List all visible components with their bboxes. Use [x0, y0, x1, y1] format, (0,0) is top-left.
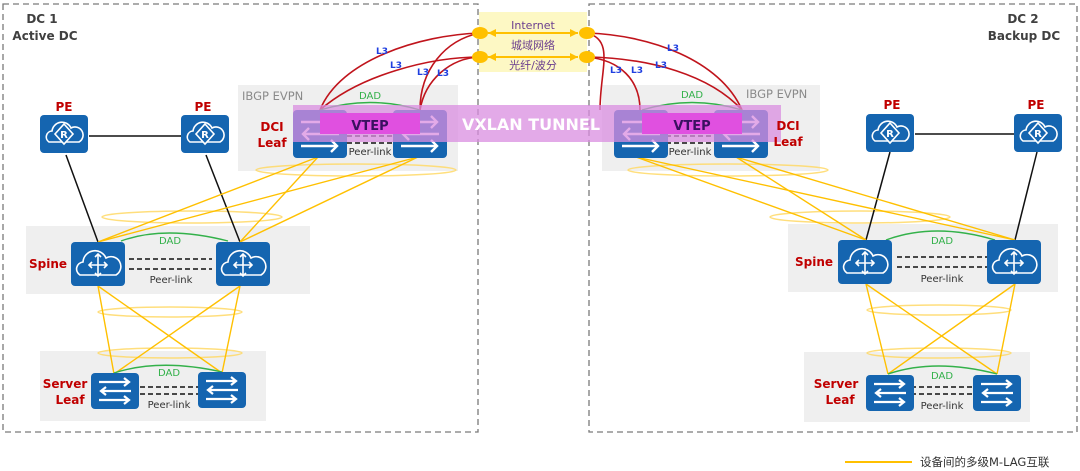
peer-link-label: Peer-link [921, 401, 964, 412]
l3-link [419, 32, 481, 111]
dc2-spine-1[interactable] [837, 239, 893, 285]
l3-link [319, 32, 481, 111]
mlag-links [97, 156, 1016, 375]
pe-spine-link [205, 154, 241, 243]
dc2-vtep-box [642, 113, 742, 134]
l3-label: L3 [655, 61, 667, 71]
wan-fiber-label: 光纤/波分 [509, 58, 557, 72]
l3-link [586, 56, 641, 111]
peer-link-label: Peer-link [150, 275, 193, 286]
dc2-server-leaf-label-1: Server [814, 377, 859, 391]
wan-endpoint [579, 27, 595, 39]
dc1-vtep-box [320, 113, 420, 134]
l3-label: L3 [376, 47, 388, 57]
l3-label: L3 [437, 69, 449, 79]
dc2-pe-router-2[interactable] [1013, 113, 1063, 153]
dad-label: DAD [159, 236, 181, 247]
peer-link-label: Peer-link [921, 274, 964, 285]
peer-links [129, 135, 987, 395]
l3-label: L3 [667, 44, 679, 54]
l3-link [586, 32, 605, 111]
dc1-ibgp-evpn-label: IBGP EVPN [242, 89, 303, 103]
mlag-bundle [101, 210, 283, 224]
mlag-bundle [255, 163, 457, 177]
peer-link-label: Peer-link [148, 400, 191, 411]
dc1-server-leaf-1[interactable] [89, 371, 141, 411]
vxlan-tunnel-label: VXLAN TUNNEL [462, 115, 600, 134]
pe-spine-link [1014, 151, 1038, 241]
dc2-server-leaf-1[interactable] [864, 373, 916, 413]
wan-internet-label: Internet [511, 19, 555, 32]
wan-endpoint [472, 27, 488, 39]
wan-box [479, 12, 587, 72]
dc2-pe2-label: PE [1028, 98, 1045, 112]
dc2-subtitle: Backup DC [988, 29, 1061, 43]
dc2-vtep-label: VTEP [673, 119, 710, 134]
dc1-spine-label: Spine [29, 257, 67, 271]
dad-label: DAD [931, 236, 953, 247]
wan-endpoint [579, 51, 595, 63]
dc2-spine-2[interactable] [986, 239, 1042, 285]
l3-link [586, 32, 743, 111]
dad-label: DAD [359, 91, 381, 102]
peer-link-label: Peer-link [349, 147, 392, 158]
dc2-dci-label-1: DCI [776, 119, 799, 133]
mlag-bundle [866, 304, 1012, 316]
pe-spine-link [65, 154, 99, 243]
legend-mlag-label: 设备间的多级M-LAG互联 [920, 455, 1050, 469]
dc2-title: DC 2 [1007, 12, 1038, 26]
dc1-server-leaf-label-1: Server [43, 377, 88, 391]
dc1-boundary [2, 3, 479, 433]
mlag-bundle [627, 163, 829, 177]
dc2-pe1-label: PE [884, 98, 901, 112]
l3-links [319, 32, 743, 111]
dad-label: DAD [158, 368, 180, 379]
dc1-server-leaf-label-2: Leaf [55, 393, 85, 407]
l3-label: L3 [390, 61, 402, 71]
peer-link-label: Peer-link [669, 147, 712, 158]
dc1-pe1-label: PE [56, 100, 73, 114]
dc2-dci-label-2: Leaf [773, 135, 803, 149]
mlag-bundle [97, 347, 243, 359]
dc2-server-leaf-label-2: Leaf [825, 393, 855, 407]
dc2-spine-label: Spine [795, 255, 833, 269]
dc1-dci-label-2: Leaf [257, 136, 287, 150]
dc1-pe-router-1[interactable] [39, 114, 89, 154]
pe-spine-link [865, 151, 891, 241]
mlag-bundle [97, 306, 243, 318]
l3-label: L3 [610, 66, 622, 76]
dc2-pe-router-1[interactable] [865, 113, 915, 153]
dc2-boundary [588, 3, 1078, 433]
dc1-spine-1[interactable] [70, 241, 126, 287]
l3-link [586, 56, 743, 111]
dad-label: DAD [931, 371, 953, 382]
wan-metro-label: 城域网络 [511, 38, 555, 52]
dc1-server-leaf-2[interactable] [196, 370, 248, 410]
dc1-pe-router-2[interactable] [180, 114, 230, 154]
dc1-spine-2[interactable] [215, 241, 271, 287]
dc2-server-leaf-2[interactable] [971, 373, 1023, 413]
mlag-bundle [769, 210, 951, 224]
l3-link [319, 56, 481, 111]
dc1-title: DC 1 [26, 12, 57, 26]
wan-endpoint [472, 51, 488, 63]
pe-spine-links [63, 133, 1038, 243]
l3-link [419, 56, 481, 111]
dc2-ibgp-evpn-label: IBGP EVPN [746, 87, 807, 101]
mlag-bundle [866, 347, 1012, 359]
mlag-bundles [97, 163, 1012, 359]
wan-links [472, 27, 595, 63]
l3-label: L3 [417, 68, 429, 78]
l3-label: L3 [631, 66, 643, 76]
dc1-dci-label-1: DCI [260, 120, 283, 134]
dc1-pe2-label: PE [195, 100, 212, 114]
dad-label: DAD [681, 90, 703, 101]
dc1-vtep-label: VTEP [351, 119, 388, 134]
dc1-subtitle: Active DC [12, 29, 77, 43]
